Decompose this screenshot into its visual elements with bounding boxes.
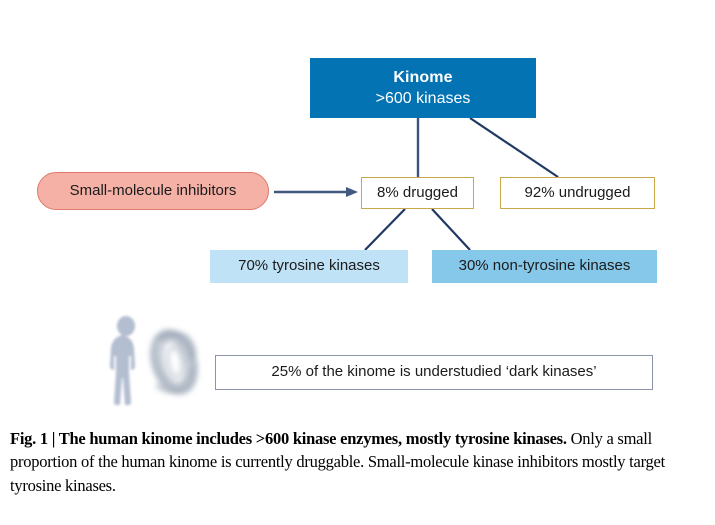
non-tyrosine-kinases-label: 30% non-tyrosine kinases: [458, 257, 631, 275]
figure-caption-lead: Fig. 1 | The human kinome includes >600 …: [10, 429, 567, 448]
kinome-box: Kinome >600 kinases: [310, 58, 536, 118]
drugged-label: 8% drugged: [377, 183, 458, 201]
drugged-box: 8% drugged: [361, 177, 474, 209]
figure-caption-rest: Only a small proportion of the human kin…: [10, 429, 665, 495]
tyrosine-kinases-label: 70% tyrosine kinases: [238, 257, 380, 275]
undrugged-label: 92% undrugged: [524, 183, 631, 201]
human-and-spiral-illustration: [110, 316, 198, 405]
undrugged-box: 92% undrugged: [500, 177, 655, 209]
tyrosine-kinases-box: 70% tyrosine kinases: [210, 250, 408, 283]
kinome-subtitle: >600 kinases: [375, 89, 471, 107]
kinome-title: Kinome: [393, 68, 453, 86]
connector-kinome-to-undrugged: [469, 117, 559, 178]
dark-kinases-label: 25% of the kinome is understudied ‘dark …: [271, 363, 597, 381]
human-silhouette-icon: [110, 316, 135, 405]
small-molecule-inhibitors-pill: Small-molecule inhibitors: [37, 172, 269, 210]
non-tyrosine-kinases-box: 30% non-tyrosine kinases: [432, 250, 657, 283]
spiral-icon: [150, 329, 198, 395]
dark-kinases-box: 25% of the kinome is understudied ‘dark …: [215, 355, 653, 390]
connector-drugged-to-tyrosine: [364, 208, 406, 251]
figure-caption: Fig. 1 | The human kinome includes >600 …: [10, 427, 700, 497]
arrow-inhibitors-to-drugged: [274, 187, 358, 197]
connector-drugged-to-nontyrosine: [431, 208, 471, 251]
small-molecule-inhibitors-label: Small-molecule inhibitors: [69, 181, 237, 199]
